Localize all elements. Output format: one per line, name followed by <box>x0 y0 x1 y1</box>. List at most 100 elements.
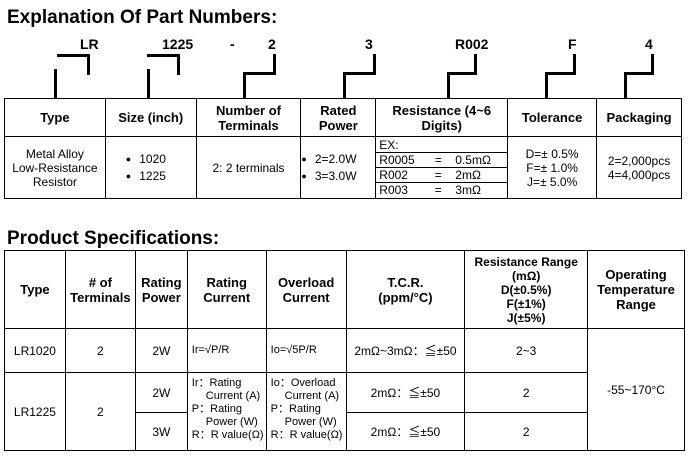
spec-header-range-1: Resistance Range <box>474 254 578 269</box>
connector-size <box>147 54 180 75</box>
spec-header-range-2: (mΩ) <box>512 268 541 283</box>
type-line-3: Resistor <box>32 174 77 189</box>
spec-tcr: 2mΩ：≦±50 <box>345 412 466 451</box>
power-2w: 2=2.0W <box>301 152 375 167</box>
spec-header-operating-2: Temperature <box>597 282 675 297</box>
type-line-1: Metal Alloy <box>25 146 84 161</box>
spec-operating-temp: -55~170°C <box>587 328 685 451</box>
connector-power <box>343 54 376 75</box>
terminals-value: 2: 2 terminals <box>195 136 302 199</box>
connector-tolerance <box>545 54 576 75</box>
spec-header-operating-1: Operating <box>605 267 667 282</box>
tolerance-d: D=± 0.5% <box>525 146 579 161</box>
resistance-values: EX: R0005 = 0.5mΩ R002 = 2mΩ R003 = 3mΩ <box>375 136 509 199</box>
connector-tolerance-drop <box>545 72 548 98</box>
res-code: R003 <box>379 183 408 197</box>
header-size: Size (inch) <box>104 98 197 137</box>
size-1020: 1020 <box>106 152 196 167</box>
tolerance-f: F=± 1.0% <box>526 160 578 175</box>
spec-overload-formula: Io=√5P/R <box>265 328 347 373</box>
connector-resistance-drop <box>447 72 450 98</box>
res-code: R002 <box>379 168 408 182</box>
code-power: 3 <box>365 36 373 52</box>
connector-power-drop <box>343 72 346 98</box>
type-line-2: Low-Resistance <box>12 160 98 175</box>
res-eq: = <box>434 183 442 197</box>
spec-header-terminals-1: # of <box>88 274 112 290</box>
code-dash: - <box>230 36 235 52</box>
connector-packaging-drop <box>624 72 627 98</box>
spec-header-current-1: Rating <box>206 274 247 290</box>
spec-header-current: Rating Current <box>186 250 267 329</box>
spec-terminals: 2 <box>64 328 136 373</box>
header-tolerance: Tolerance <box>507 98 598 137</box>
code-tolerance: F <box>568 36 577 52</box>
code-type: LR <box>80 36 99 52</box>
legend-line: Power (W) <box>205 416 258 428</box>
spec-type-lr1225: LR1225 <box>4 372 66 451</box>
spec-tcr: 2mΩ：≦±50 <box>345 372 466 413</box>
code-packaging: 4 <box>645 36 653 52</box>
power-3w: 3=3.0W <box>301 169 375 184</box>
packaging-2000: 2=2,000pcs <box>607 153 671 168</box>
connector-type <box>57 54 90 75</box>
spec-range: 2 <box>464 372 589 413</box>
spec-header-power-1: Rating <box>141 274 182 290</box>
legend-line: R：R value(Ω) <box>191 429 264 441</box>
resistance-ex: EX: <box>376 138 508 153</box>
tolerance-values: D=± 0.5% F=± 1.0% J=± 5.0% <box>507 136 598 199</box>
resistance-row-1: R0005 = 0.5mΩ <box>376 153 508 168</box>
res-value: 3mΩ <box>455 183 481 197</box>
spec-header-terminals: # of Terminals <box>64 250 136 329</box>
res-eq: = <box>434 168 442 182</box>
header-type: Type <box>4 98 106 137</box>
spec-header-terminals-2: Terminals <box>70 289 131 305</box>
spec-terminals: 2 <box>64 372 136 451</box>
spec-header-current-2: Current <box>203 289 251 305</box>
spec-header-tcr-2: (ppm/°C) <box>378 289 433 305</box>
code-resistance: R002 <box>455 36 489 52</box>
spec-header-tcr-1: T.C.R. <box>387 274 424 290</box>
spec-header-overload: Overload Current <box>265 250 347 329</box>
connector-packaging <box>624 54 654 75</box>
spec-range: 2 <box>464 412 589 451</box>
explanation-title: Explanation Of Part Numbers: <box>7 7 278 28</box>
spec-header-overload-1: Overload <box>277 274 335 290</box>
res-value: 2mΩ <box>455 168 481 182</box>
spec-current-legend: Ir：Rating Current (A) P：Rating Power (W)… <box>186 372 267 451</box>
spec-range: 2~3 <box>464 328 589 373</box>
packaging-values: 2=2,000pcs 4=4,000pcs <box>596 136 682 199</box>
resistance-row-3: R003 = 3mΩ <box>376 183 507 197</box>
spec-header-operating: Operating Temperature Range <box>587 250 685 329</box>
resistance-row-2: R002 = 2mΩ <box>376 168 508 183</box>
specs-title: Product Specifications: <box>7 228 220 249</box>
spec-power: 2W <box>134 372 188 413</box>
header-terminals: Number of Terminals <box>195 98 302 137</box>
type-value: Metal Alloy Low-Resistance Resistor <box>4 136 106 199</box>
packaging-4000: 4=4,000pcs <box>607 167 671 182</box>
legend-line: Io：Overload <box>270 377 336 389</box>
spec-header-power-2: Power <box>141 289 181 305</box>
spec-header-range: Resistance Range (mΩ) D(±0.5%) F(±1%) J(… <box>464 250 589 329</box>
header-power: Rated Power <box>300 98 377 137</box>
res-value: 0.5mΩ <box>455 153 491 167</box>
legend-line: R：R value(Ω) <box>270 429 343 441</box>
spec-header-power: Rating Power <box>134 250 188 329</box>
legend-line: Current (A) <box>284 390 340 402</box>
header-size-label: Size (inch) <box>118 110 184 125</box>
legend-line: Ir：Rating <box>191 377 242 389</box>
spec-current-formula: Ir=√P/R <box>186 328 267 373</box>
legend-line: Current (A) <box>205 390 261 402</box>
legend-line: Power (W) <box>284 416 337 428</box>
res-eq: = <box>434 153 442 167</box>
code-terminals: 2 <box>268 36 276 52</box>
code-size: 1225 <box>162 36 194 52</box>
spec-power: 3W <box>134 412 188 451</box>
spec-header-range-5: J(±5%) <box>506 310 546 325</box>
part-number-table: Type Size (inch) Number of Terminals Rat… <box>4 98 682 199</box>
spec-overload-legend: Io：Overload Current (A) P：Rating Power (… <box>265 372 347 451</box>
header-packaging: Packaging <box>596 98 682 137</box>
spec-header-tcr: T.C.R. (ppm/°C) <box>345 250 466 329</box>
spec-power: 2W <box>134 328 188 373</box>
spec-header-operating-3: Range <box>616 297 656 312</box>
